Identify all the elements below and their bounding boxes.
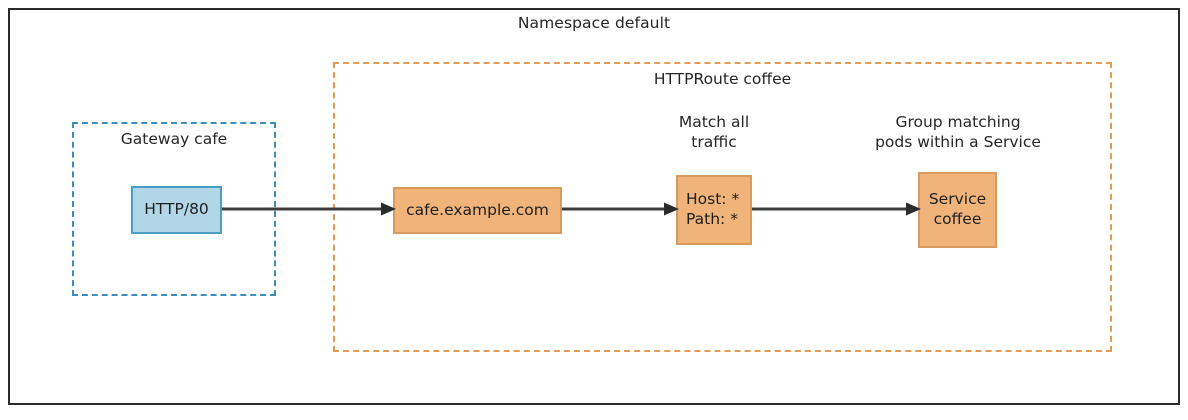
arrow-match-to-backend — [752, 202, 921, 216]
backend-caption: Group matching pods within a Service — [875, 113, 1041, 152]
gateway-listener-node: HTTP/80 — [131, 186, 222, 234]
match-rule-node: Host: * Path: * — [676, 175, 752, 245]
httproute-title: HTTPRoute coffee — [653, 70, 792, 88]
httproute-container — [333, 62, 1112, 352]
backend-service-node: Service coffee — [918, 172, 997, 248]
hostname-node: cafe.example.com — [393, 187, 562, 234]
match-caption: Match all traffic — [678, 113, 750, 152]
namespace-title: Namespace default — [517, 14, 671, 32]
arrow-hostname-to-match — [562, 202, 679, 216]
gateway-title: Gateway cafe — [120, 130, 228, 148]
arrow-listener-to-hostname — [222, 202, 396, 216]
